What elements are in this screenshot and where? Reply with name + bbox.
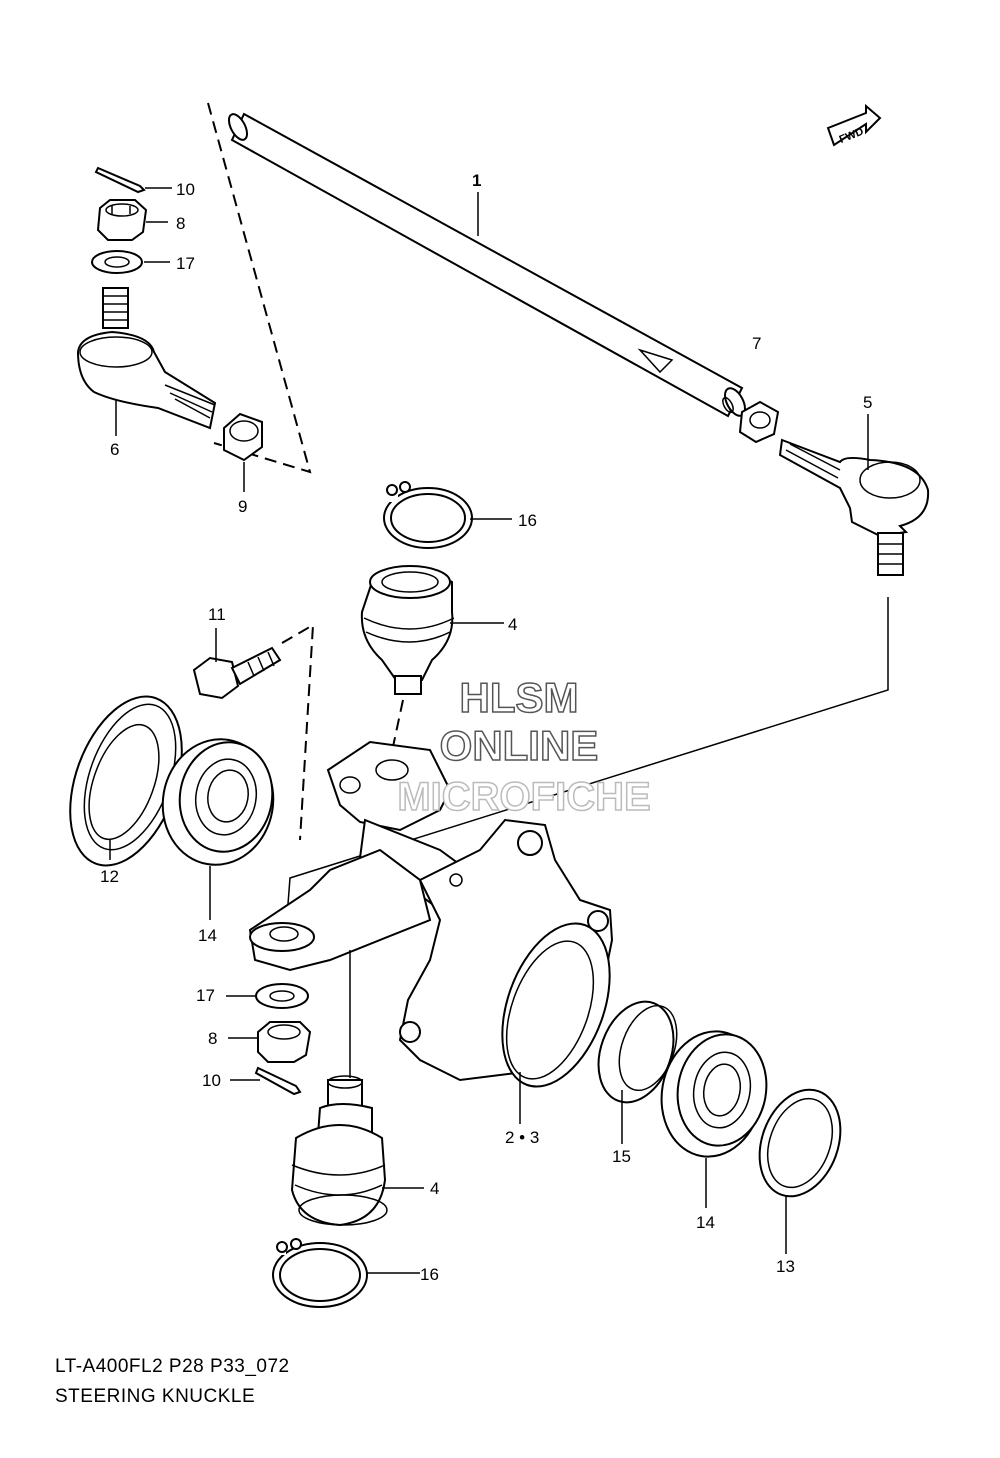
label-part-4-bottom: 4 [430, 1179, 439, 1198]
watermark-line-1: HLSM [460, 674, 579, 721]
oil-seal-part-12 [69, 695, 183, 867]
watermark-line-2: ONLINE [440, 722, 599, 769]
watermark: HLSM ONLINE MICROFICHE [397, 673, 652, 820]
assembly-line-bolt [281, 623, 315, 841]
tie-rod-part-1 [227, 112, 746, 418]
label-part-9: 9 [238, 497, 247, 516]
snap-ring-part-16-bottom [270, 1238, 368, 1308]
snap-ring-part-16-top [380, 481, 473, 549]
watermark-line-3: MICROFICHE [397, 775, 650, 819]
label-part-8-top: 8 [176, 214, 185, 233]
label-part-6: 6 [110, 440, 119, 459]
nut-part-7 [738, 400, 780, 444]
cotter-pin-part-10-bottom [254, 1066, 302, 1096]
leader-lines [109, 187, 869, 1274]
tie-rod-end-part-5 [778, 438, 930, 576]
label-part-8-bottom: 8 [208, 1029, 217, 1048]
ball-joint-part-4-top [360, 565, 455, 695]
label-part-10-bottom: 10 [202, 1071, 221, 1090]
cotter-pin-part-10-top [94, 166, 146, 194]
steering-knuckle-part-2-3 [248, 740, 614, 1088]
assembly-line-tie-rod-left [207, 102, 312, 474]
label-part-2-3: 2 • 3 [505, 1128, 539, 1147]
bolt-part-11 [192, 646, 282, 700]
label-part-14-left: 14 [198, 926, 217, 945]
castle-nut-part-8-top [96, 199, 148, 241]
label-part-16-bottom: 16 [420, 1265, 439, 1284]
bearing-part-14-left [161, 738, 275, 866]
label-part-1: 1 [472, 171, 481, 190]
label-part-10-top: 10 [176, 180, 195, 199]
fwd-arrow-icon: FWD [826, 103, 882, 147]
oil-seal-part-13 [758, 1088, 842, 1198]
bearing-part-14-right [660, 1030, 768, 1158]
ball-joint-part-4-bottom [290, 1075, 388, 1227]
label-part-5: 5 [863, 393, 872, 412]
model-code: LT-A400FL2 P28 P33_072 [55, 1356, 290, 1377]
castle-nut-part-8-bottom [257, 1021, 312, 1063]
label-part-11: 11 [208, 605, 226, 624]
spacer-part-15 [597, 1000, 678, 1104]
tie-rod-end-part-6 [76, 287, 217, 430]
washer-part-17-bottom [255, 983, 309, 1009]
label-part-12: 12 [100, 867, 119, 886]
section-title: STEERING KNUCKLE [55, 1386, 256, 1407]
nut-part-9 [223, 412, 263, 462]
label-part-4-top: 4 [508, 615, 517, 634]
label-part-17-bottom: 17 [196, 986, 215, 1005]
label-part-13: 13 [776, 1257, 795, 1276]
label-part-16-top: 16 [518, 511, 537, 530]
label-part-14-right: 14 [696, 1213, 715, 1232]
washer-part-17-top [91, 250, 143, 274]
label-part-15: 15 [612, 1147, 631, 1166]
label-part-17-top: 17 [176, 254, 195, 273]
label-part-7: 7 [752, 334, 761, 353]
